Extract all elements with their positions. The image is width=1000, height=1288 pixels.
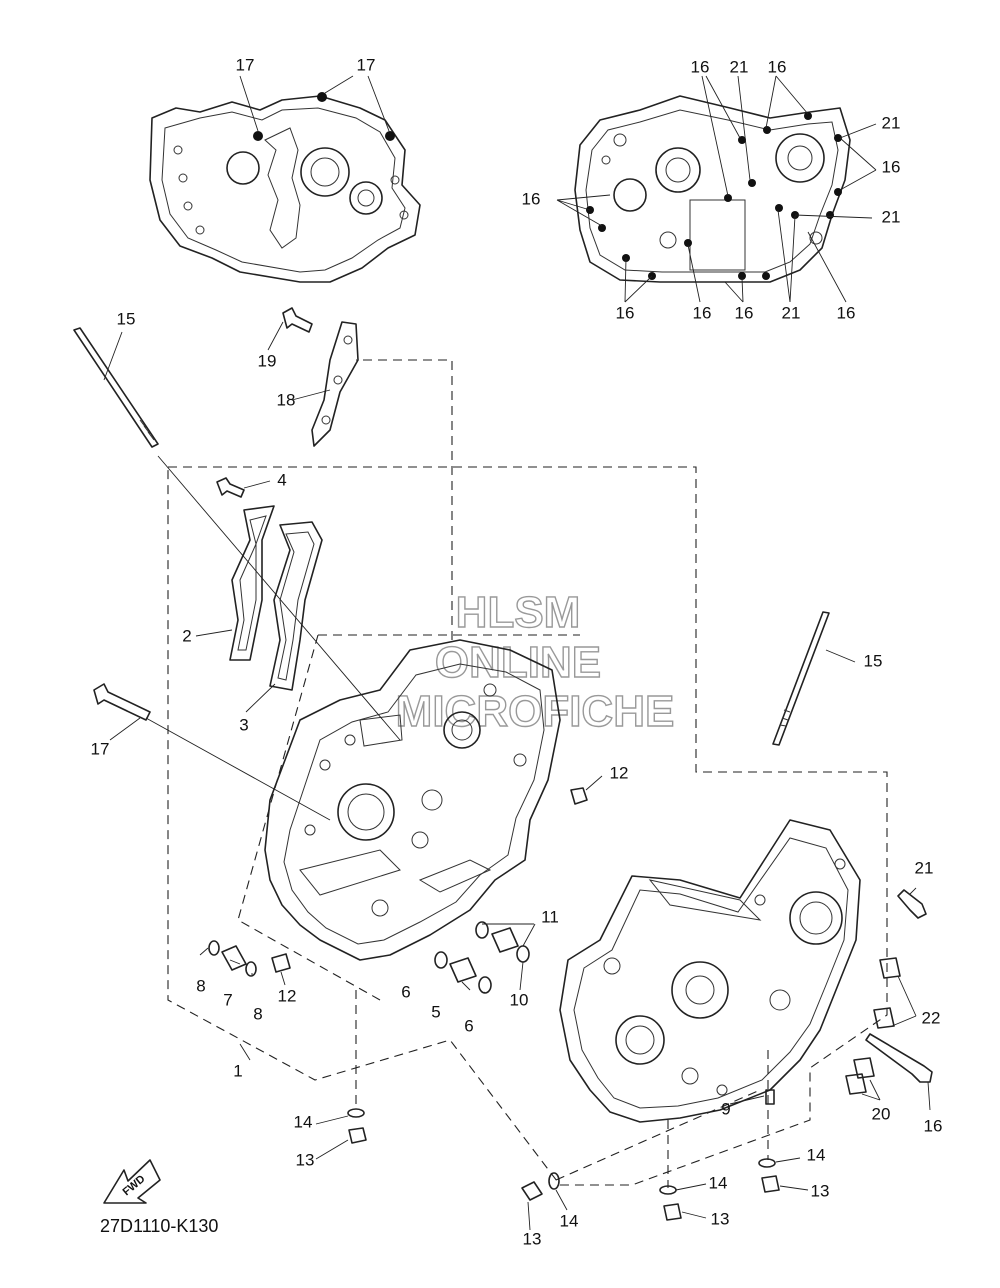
callout-label: 4 (277, 470, 286, 489)
callout-label: 14 (294, 1112, 313, 1131)
callout-label: 20 (872, 1104, 891, 1123)
bolt-17-long (93, 683, 151, 721)
callout-label: 16 (837, 303, 856, 322)
callout-label: 12 (610, 763, 629, 782)
callout-label: 17 (91, 739, 110, 758)
bolt-4 (216, 477, 245, 498)
fwd-label: FWD (121, 1173, 148, 1198)
plate-18 (311, 321, 359, 447)
callout-label: 13 (811, 1181, 830, 1200)
callout-label: 16 (693, 303, 712, 322)
callout-label: 14 (807, 1145, 826, 1164)
callout-label: 6 (464, 1016, 473, 1035)
callout-label: 15 (864, 651, 883, 670)
callout-label: 16 (616, 303, 635, 322)
bolt-16-long (865, 1033, 933, 1083)
callout-label: 16 (924, 1116, 943, 1135)
callout-label: 13 (711, 1209, 730, 1228)
callouts: 17 17 16 21 16 21 16 16 21 16 16 16 21 1… (91, 55, 943, 1248)
callout-label: 19 (258, 351, 277, 370)
callout-label: 5 (431, 1002, 440, 1021)
callout-label: 16 (768, 57, 787, 76)
watermark: HLSM ONLINE MICROFICHE (395, 587, 675, 736)
callout-label: 15 (117, 309, 136, 328)
callout-label: 14 (560, 1211, 579, 1230)
callout-label: 21 (915, 858, 934, 877)
right-crankcase-main (559, 819, 861, 1123)
watermark-line-2: ONLINE (435, 638, 601, 687)
left-crankcase-main (264, 639, 561, 961)
callout-label: 21 (882, 113, 901, 132)
watermark-line-3: MICROFICHE (396, 687, 675, 736)
callout-label: 13 (296, 1150, 315, 1169)
small-parts (208, 787, 901, 1221)
callout-label: 2 (182, 626, 191, 645)
gasket-3 (269, 521, 323, 691)
callout-label: 21 (730, 57, 749, 76)
stud-bolt-15-left (73, 327, 159, 448)
callout-label: 18 (277, 390, 296, 409)
callout-label: 11 (541, 907, 559, 926)
watermark-line-1: HLSM (456, 588, 581, 637)
callout-label: 13 (523, 1229, 542, 1248)
callout-label: 8 (253, 1004, 262, 1023)
callout-label: 16 (522, 189, 541, 208)
right-crankcase-top-view (556, 75, 877, 303)
callout-label: 22 (922, 1008, 941, 1027)
callout-label: 6 (401, 982, 410, 1001)
fwd-arrow: FWD (103, 1159, 161, 1204)
callout-label: 7 (223, 990, 232, 1009)
callout-label: 3 (239, 715, 248, 734)
bolt-21-right (897, 889, 927, 919)
callout-label: 10 (510, 990, 529, 1009)
left-crankcase-top-view (149, 75, 421, 283)
callout-label: 17 (357, 55, 376, 74)
callout-label: 17 (236, 55, 255, 74)
bolt-19 (282, 307, 313, 333)
callout-label: 9 (721, 1099, 730, 1118)
callout-label: 14 (709, 1173, 728, 1192)
leader-lines (103, 321, 931, 1231)
assembly-boundaries (167, 466, 888, 1186)
callout-label: 16 (735, 303, 754, 322)
callout-label: 12 (278, 986, 297, 1005)
stud-bolt-15-right (772, 611, 830, 746)
callout-label: 16 (691, 57, 710, 76)
callout-label: 16 (882, 157, 901, 176)
callout-label: 8 (196, 976, 205, 995)
callout-label: 21 (882, 207, 901, 226)
gasket-2 (229, 505, 275, 661)
callout-label: 1 (233, 1061, 242, 1080)
drawing-code: 27D1110-K130 (100, 1216, 219, 1236)
callout-label: 21 (782, 303, 801, 322)
